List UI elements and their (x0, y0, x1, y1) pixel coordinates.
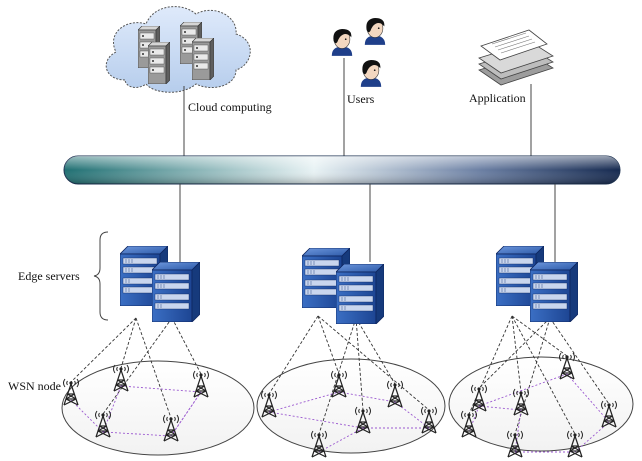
server-rack-icon (336, 264, 384, 324)
edge-sensor-link (511, 315, 522, 393)
sensor-mesh-link (566, 373, 610, 423)
cloud-icon (105, 6, 251, 93)
edge-sensor-link (549, 317, 610, 405)
edge-sensor-link (70, 317, 137, 383)
server-rack-icon (530, 262, 578, 322)
sensor-mesh-link (70, 399, 104, 433)
sensor-mesh-link (120, 385, 202, 393)
edge-sensor-link (120, 317, 137, 369)
server-rack-icon (152, 262, 200, 322)
sensor-mesh-link (170, 391, 202, 437)
top-connectors (183, 58, 532, 158)
sensor-mesh-link (478, 405, 522, 411)
cloud-server-icon (192, 38, 214, 80)
sensor-mesh-link (338, 391, 396, 403)
sensor-mesh-link (468, 405, 480, 433)
edge-sensor-link (135, 317, 172, 419)
network-bus (63, 155, 621, 185)
edge-sensor-link (511, 315, 576, 435)
sensor-mesh-link (102, 431, 172, 437)
sensor-mesh-link (268, 391, 340, 413)
wsn-node-label: WSN node (8, 379, 61, 393)
sensor-mesh-link (318, 427, 364, 453)
user-head-icon (360, 59, 382, 88)
user-head-icon (331, 28, 353, 57)
edge-sensor-link (478, 317, 551, 389)
application-node (478, 29, 554, 86)
user-head-icon (364, 17, 386, 46)
edge-servers-brace (93, 231, 109, 321)
cloud-computing-node (105, 6, 251, 93)
sensor-mesh-link (394, 401, 430, 429)
edge-sensor-link (355, 317, 364, 411)
edge-sensor-link (318, 317, 357, 435)
edge-sensor-link (317, 315, 430, 411)
edge-server-group (120, 246, 578, 324)
wsn-fields (61, 356, 634, 456)
cloud-server-icon (148, 42, 170, 84)
edge-servers-label: Edge servers (18, 269, 80, 283)
cloud-computing-label: Cloud computing (188, 100, 272, 114)
edge-sensor-link (268, 315, 319, 395)
edge-sensor-link (514, 317, 551, 435)
users-label: Users (347, 92, 375, 106)
edge-sensor-link (468, 315, 513, 415)
edge-sensor-link (511, 315, 568, 357)
edge-sensor-link (317, 315, 340, 375)
document-stack-icon (478, 29, 554, 86)
edge-to-sensor-links (70, 315, 610, 435)
edge-sensor-link (171, 317, 202, 375)
edge-connectors (179, 184, 556, 262)
edge-sensor-link (355, 317, 396, 385)
application-label: Application (469, 91, 526, 105)
sensor-mesh-link (514, 409, 522, 453)
users-node (331, 17, 386, 88)
